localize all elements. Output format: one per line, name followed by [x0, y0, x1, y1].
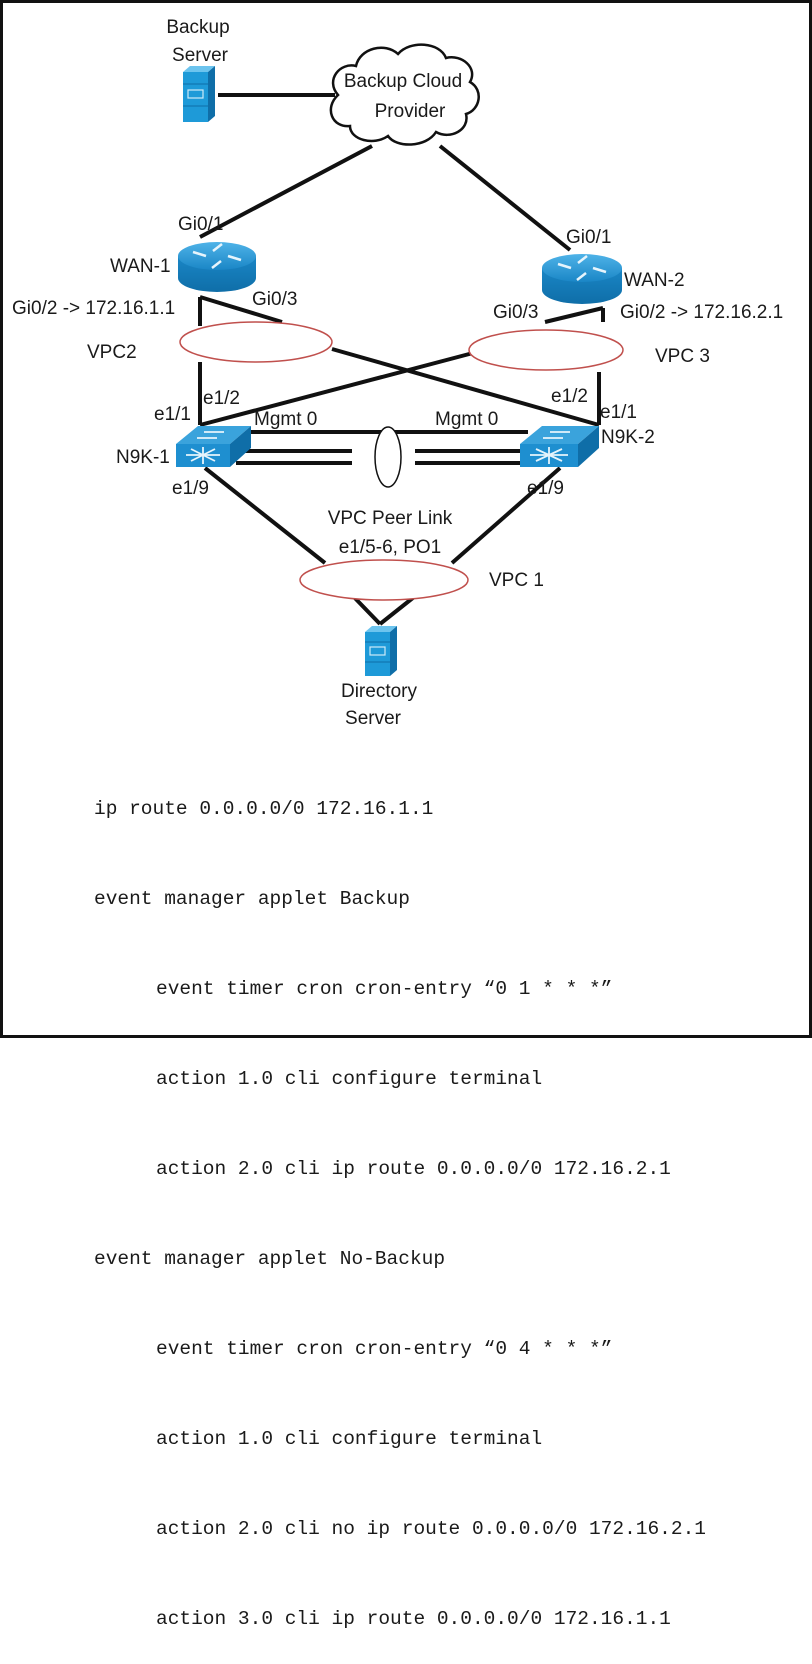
- link-wan1-n9k2-e12: [331, 347, 600, 427]
- link-wan2-n9k1-e12: [199, 351, 474, 427]
- config-line-6: event timer cron cron-entry “0 4 * * *”: [156, 1338, 613, 1360]
- directory-server-label-1: Directory: [341, 681, 418, 702]
- backup-server-icon: [183, 66, 215, 122]
- network-topology: Backup Cloud Provider Backup Server WAN-…: [12, 17, 783, 729]
- vpc1-ellipse: [299, 559, 469, 601]
- directory-server-icon: [365, 626, 397, 676]
- wan1-label: WAN-1: [110, 256, 171, 277]
- config-line-3: action 1.0 cli configure terminal: [156, 1068, 543, 1090]
- diagram-frame: [0, 0, 812, 1038]
- n9k1-label: N9K-1: [116, 447, 170, 468]
- directory-server-label-2: Server: [345, 708, 402, 729]
- n9k1-e11-label: e1/1: [154, 404, 191, 425]
- peer-link-label-2: e1/5-6, PO1: [339, 537, 441, 558]
- vpc1-label: VPC 1: [489, 570, 544, 591]
- wan2-gi02-label: Gi0/2 -> 172.16.2.1: [620, 302, 783, 323]
- link-n9k1-e19: [203, 466, 327, 565]
- backup-server-label-2: Server: [172, 45, 229, 66]
- vpc3-ellipse: [468, 329, 624, 371]
- config-line-7: action 1.0 cli configure terminal: [156, 1428, 543, 1450]
- links: [198, 93, 605, 626]
- n9k2-label: N9K-2: [601, 427, 655, 448]
- wan2-gi01-label: Gi0/1: [566, 227, 611, 248]
- n9k1-e19-label: e1/9: [172, 478, 209, 499]
- wan2-gi03-label: Gi0/3: [493, 302, 538, 323]
- config-line-1: event manager applet Backup: [94, 888, 410, 910]
- config-line-5: event manager applet No-Backup: [94, 1248, 446, 1270]
- cloud-icon: [329, 43, 480, 146]
- n9k2-e19-label: e1/9: [527, 478, 564, 499]
- link-vpc1-dir-right: [378, 595, 416, 626]
- eem-config-block: ip route 0.0.0.0/0 172.16.1.1 event mana…: [94, 734, 706, 1664]
- n9k2-mgmt-label: Mgmt 0: [435, 409, 498, 430]
- link-n9k2-e19: [450, 466, 562, 565]
- link-cloud-wan1: [199, 144, 373, 239]
- n9k1-mgmt-label: Mgmt 0: [254, 409, 317, 430]
- link-wan1-gi03-upper: [199, 295, 283, 324]
- config-line-2: event timer cron cron-entry “0 1 * * *”: [156, 978, 613, 1000]
- wan1-gi02-label: Gi0/2 -> 172.16.1.1: [12, 298, 175, 319]
- n9k2-e11-label: e1/1: [600, 402, 637, 423]
- wan1-router-icon: [178, 242, 256, 292]
- vpc3-label: VPC 3: [655, 346, 710, 367]
- link-wan2-gi03-upper: [544, 306, 604, 324]
- vpc2-label: VPC2: [87, 342, 137, 363]
- config-line-8: action 2.0 cli no ip route 0.0.0.0/0 172…: [156, 1518, 706, 1540]
- peer-link-ellipse: [374, 426, 402, 488]
- wan1-gi03-label: Gi0/3: [252, 289, 297, 310]
- cloud-label-1: Backup Cloud: [344, 71, 462, 92]
- n9k2-e12-label: e1/2: [551, 386, 588, 407]
- wan2-label: WAN-2: [624, 270, 685, 291]
- cloud-label-2: Provider: [375, 101, 446, 122]
- n9k1-e12-label: e1/2: [203, 388, 240, 409]
- config-line-0: ip route 0.0.0.0/0 172.16.1.1: [94, 798, 434, 820]
- n9k1-switch-icon: [176, 426, 251, 467]
- backup-server-label-1: Backup: [166, 17, 229, 38]
- wan1-gi01-label: Gi0/1: [178, 214, 223, 235]
- config-line-9: action 3.0 cli ip route 0.0.0.0/0 172.16…: [156, 1608, 671, 1630]
- n9k2-switch-icon: [520, 426, 599, 467]
- vpc2-ellipse: [179, 321, 333, 363]
- wan2-router-icon: [542, 254, 622, 304]
- config-line-4: action 2.0 cli ip route 0.0.0.0/0 172.16…: [156, 1158, 671, 1180]
- link-cloud-wan2: [438, 144, 572, 252]
- peer-link-label-1: VPC Peer Link: [328, 508, 453, 529]
